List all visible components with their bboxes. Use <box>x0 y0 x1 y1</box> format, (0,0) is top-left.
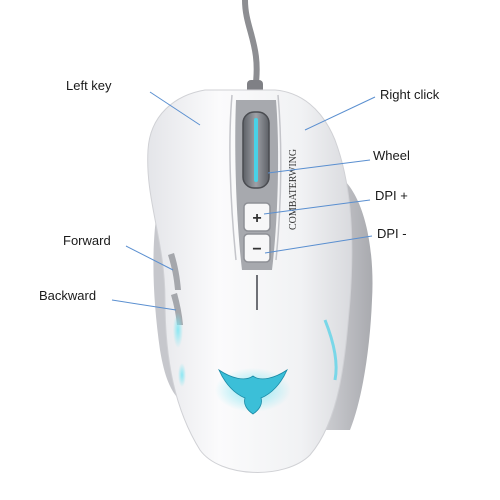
leader-lines <box>111 91 376 311</box>
forward-side-button <box>168 253 181 290</box>
wing-logo <box>215 368 291 415</box>
dpi-plus-symbol: + <box>252 210 261 227</box>
label-backward: Backward <box>39 288 97 303</box>
brand-text: COMBATERWING <box>288 149 299 230</box>
cable <box>242 0 260 93</box>
label-left-key: Left key <box>66 78 112 93</box>
label-dpi-plus: DPI + <box>375 188 408 203</box>
left-key-seam <box>229 94 237 261</box>
dpi-plus-button <box>243 202 271 232</box>
leader-backward <box>111 299 177 311</box>
dpi-minus-button <box>243 233 271 263</box>
side-led-glow <box>173 312 183 348</box>
right-key-seam <box>275 94 282 261</box>
leader-dpi-plus <box>263 199 371 215</box>
leader-forward <box>125 245 174 271</box>
label-dpi-minus: DPI - <box>377 226 407 241</box>
dpi-minus-symbol: − <box>252 241 261 258</box>
label-forward: Forward <box>63 233 111 248</box>
mouse-body <box>147 89 353 473</box>
leader-dpi-minus <box>264 235 373 254</box>
leader-right-click <box>304 96 376 131</box>
right-accent <box>323 319 338 381</box>
wheel-led <box>254 118 258 182</box>
leader-left-key <box>149 91 201 126</box>
label-right-click: Right click <box>380 87 440 102</box>
leader-wheel <box>267 159 371 174</box>
label-wheel: Wheel <box>373 148 410 163</box>
side-led-glow-lower <box>178 363 186 387</box>
